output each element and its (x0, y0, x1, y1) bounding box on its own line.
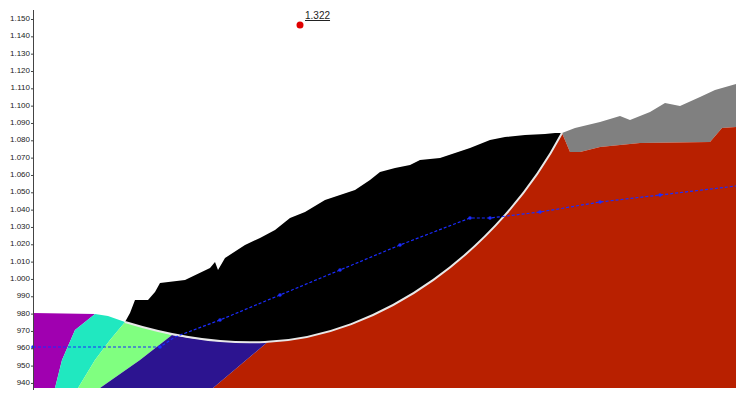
slip-centre (297, 22, 304, 29)
safety-factor: 1.322 (305, 10, 330, 21)
axis-label: 1.070 (10, 153, 30, 163)
water-table (33, 186, 736, 347)
axis-label: 980 (17, 309, 30, 319)
axis-label: 1.010 (10, 257, 30, 267)
sliding-mass (125, 133, 562, 342)
axis-label: 1.120 (10, 66, 30, 76)
axis-label: 1.000 (10, 274, 30, 284)
axis-label: 1.080 (10, 135, 30, 145)
axis-label: 1.040 (10, 205, 30, 215)
water-table-points (31, 193, 662, 349)
axis-label: 1.020 (10, 239, 30, 249)
axis-label: 1.110 (11, 83, 30, 93)
axis-label: 1.090 (10, 118, 30, 128)
axis-label: 1.050 (10, 187, 30, 197)
slip-surface (125, 133, 562, 342)
axis-label: 1.140 (10, 31, 30, 41)
axis-label: 1.130 (10, 49, 30, 59)
axis-label: 940 (17, 378, 30, 388)
axis-label: 960 (17, 343, 30, 353)
axis-label: 950 (17, 361, 30, 371)
axis-ticks (31, 20, 34, 384)
axis-label: 1.150 (10, 14, 30, 24)
axis-label: 990 (17, 291, 30, 301)
y-axis (33, 10, 34, 390)
upper-soil-layer (562, 84, 736, 152)
axis-label: 1.100 (10, 101, 30, 111)
axis-label: 970 (17, 326, 30, 336)
axis-label: 1.060 (10, 170, 30, 180)
axis-label: 1.030 (10, 222, 30, 232)
